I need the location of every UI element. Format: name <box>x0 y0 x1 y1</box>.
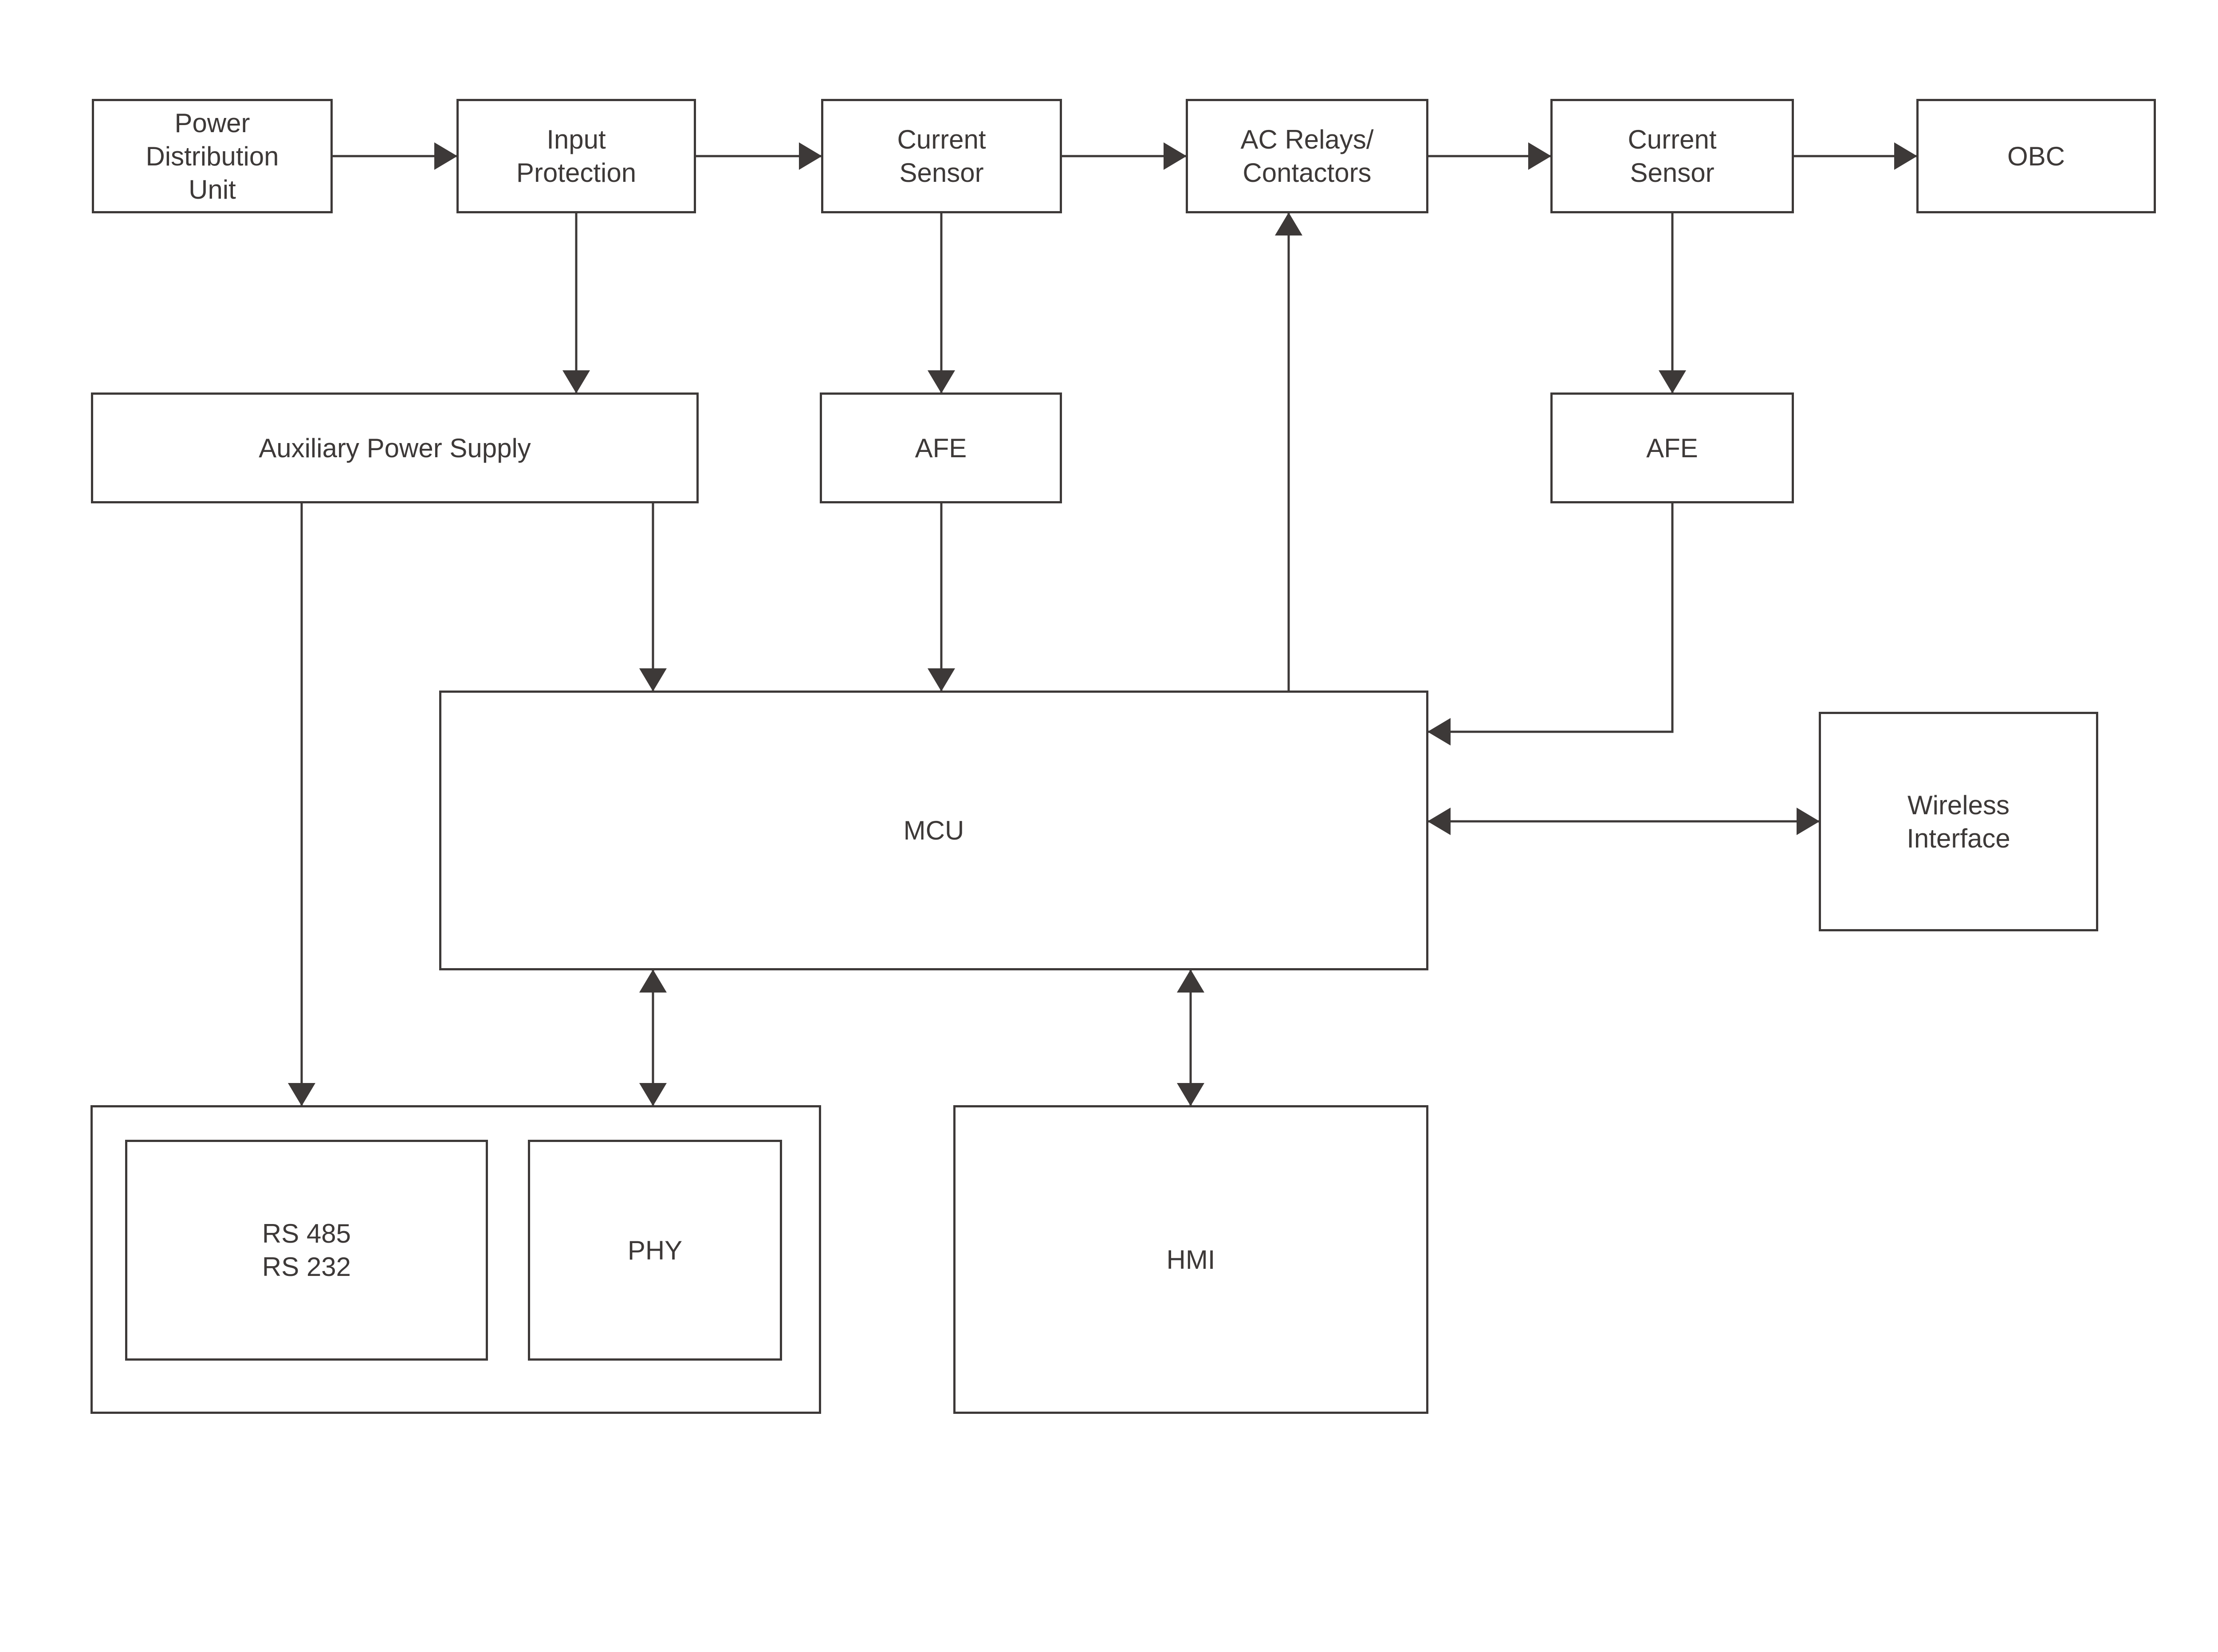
block-wireless-interface: Wireless Interface <box>1819 712 2098 931</box>
block-mcu-label: MCU <box>903 816 964 845</box>
block-power-distribution-unit: Power Distribution Unit <box>92 99 333 213</box>
block-ac-relays-contactors: AC Relays/ Contactors <box>1186 99 1428 213</box>
block-wireless-interface-label: Wireless Interface <box>1907 790 2010 853</box>
block-afe-1: AFE <box>820 392 1062 503</box>
arrow-afe-2-to-mcu <box>1428 503 1674 746</box>
block-mcu: MCU <box>439 691 1428 970</box>
block-current-sensor-1: Current Sensor <box>821 99 1062 213</box>
block-current-sensor-2-label: Current Sensor <box>1628 125 1717 188</box>
block-afe-2-label: AFE <box>1646 433 1698 463</box>
block-rs485-rs232: RS 485 RS 232 <box>125 1140 488 1361</box>
block-afe-2: AFE <box>1550 392 1794 503</box>
block-power-distribution-unit-label: Power Distribution Unit <box>146 108 279 204</box>
block-phy-label: PHY <box>627 1235 683 1265</box>
block-current-sensor-1-label: Current Sensor <box>897 125 986 188</box>
block-obc-label: OBC <box>2007 141 2065 171</box>
block-auxiliary-power-supply-label: Auxiliary Power Supply <box>259 433 531 463</box>
block-afe-1-label: AFE <box>915 433 967 463</box>
block-hmi-label: HMI <box>1166 1244 1215 1275</box>
block-input-protection: Input Protection <box>456 99 696 213</box>
block-hmi: HMI <box>953 1105 1428 1414</box>
block-auxiliary-power-supply: Auxiliary Power Supply <box>91 392 699 503</box>
block-ac-relays-contactors-label: AC Relays/ Contactors <box>1240 125 1374 188</box>
block-current-sensor-2: Current Sensor <box>1550 99 1794 213</box>
block-input-protection-label: Input Protection <box>516 125 637 188</box>
block-rs485-rs232-label: RS 485 RS 232 <box>262 1219 351 1282</box>
block-obc: OBC <box>1916 99 2156 213</box>
block-phy: PHY <box>528 1140 782 1361</box>
